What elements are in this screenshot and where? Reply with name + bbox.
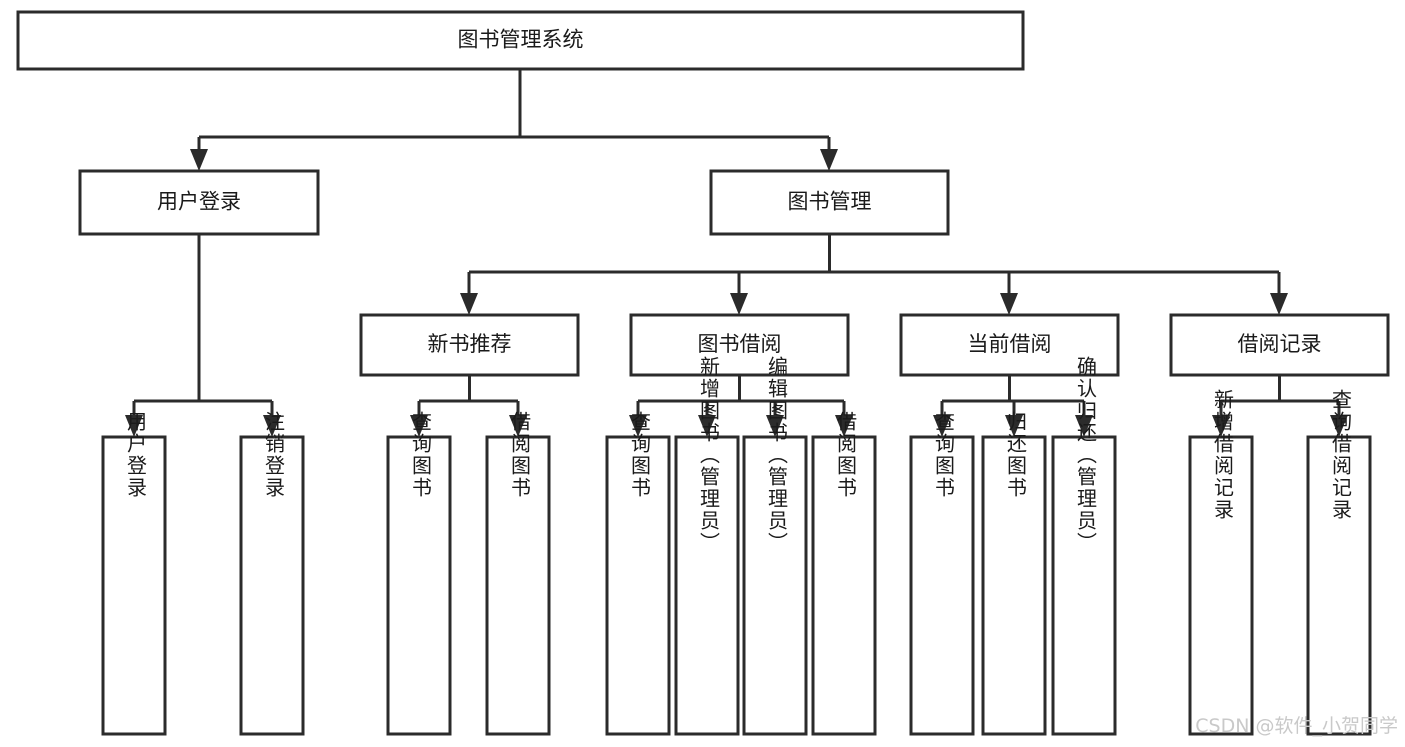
node-label-leaf-query-book-cur: 查询图书: [932, 411, 956, 499]
node-box-leaf-edit-book: [742, 435, 808, 736]
node-box-book-borrow: [629, 313, 850, 377]
node-current-borrow[interactable]: 当前借阅: [899, 313, 1120, 377]
node-box-current-borrow: [899, 313, 1120, 377]
node-label-leaf-query-book-rec: 查询图书: [409, 411, 433, 499]
node-book-borrow[interactable]: 图书借阅: [629, 313, 850, 377]
arrow-head-icon-leaf-user-login-1: [263, 415, 281, 437]
node-leaf-query-book-cur[interactable]: 查询图书: [909, 411, 975, 736]
arrow-head-icon-level2-1: [730, 293, 748, 315]
node-leaf-logout[interactable]: 注销登录: [239, 411, 305, 736]
connector-layer: [125, 69, 1348, 437]
node-label-current-borrow: 当前借阅: [968, 332, 1052, 356]
node-leaf-query-book-rec[interactable]: 查询图书: [386, 411, 452, 736]
arrow-head-icon-level2-2: [1000, 293, 1018, 315]
node-new-book-recommend[interactable]: 新书推荐: [359, 313, 580, 377]
arrow-head-icon-level1-0: [190, 149, 208, 171]
node-box-leaf-return-book: [981, 435, 1047, 736]
node-leaf-edit-book[interactable]: 编辑图书（管理员）: [742, 356, 808, 736]
node-label-leaf-return-book: 归还图书: [1004, 411, 1028, 499]
node-box-leaf-query-book-borrow: [605, 435, 671, 736]
node-leaf-borrow-book-rec[interactable]: 借阅图书: [485, 411, 551, 736]
node-label-leaf-borrow-book-rec: 借阅图书: [508, 411, 532, 499]
arrow-head-icon-leaf-current-borrow-2: [1075, 415, 1093, 437]
node-label-leaf-query-book-borrow: 查询图书: [628, 411, 652, 499]
arrow-head-icon-leaf-user-login-0: [125, 415, 143, 437]
node-label-leaf-user-login: 用户登录: [124, 411, 148, 499]
node-label-leaf-add-record: 新增借阅记录: [1211, 389, 1235, 521]
node-leaf-confirm-return[interactable]: 确认归还（管理员）: [1051, 356, 1117, 736]
node-label-borrow-record: 借阅记录: [1238, 332, 1322, 356]
node-box-leaf-query-book-cur: [909, 435, 975, 736]
node-layer: 图书管理系统用户登录图书管理新书推荐图书借阅当前借阅借阅记录用户登录注销登录查询…: [16, 10, 1390, 736]
node-box-leaf-query-record: [1306, 435, 1372, 736]
node-label-book-management: 图书管理: [788, 190, 872, 214]
node-undefined[interactable]: 图书管理系统: [16, 10, 1025, 71]
node-box-borrow-record: [1169, 313, 1390, 377]
node-box-new-book-recommend: [359, 313, 580, 377]
arrow-head-icon-leaf-borrow-record-0: [1212, 415, 1230, 437]
csdn-watermark: CSDN @软件_小贺同学: [1195, 715, 1398, 737]
node-box-leaf-logout: [239, 435, 305, 736]
node-box-leaf-query-book-rec: [386, 435, 452, 736]
node-box-leaf-add-book: [674, 435, 740, 736]
node-borrow-record[interactable]: 借阅记录: [1169, 313, 1390, 377]
arrow-head-icon-leaf-new-book-recommend-0: [410, 415, 428, 437]
node-user-login[interactable]: 用户登录: [78, 169, 320, 236]
arrow-head-icon-level2-0: [460, 293, 478, 315]
node-book-management[interactable]: 图书管理: [709, 169, 950, 236]
node-leaf-add-book[interactable]: 新增图书（管理员）: [674, 356, 740, 736]
arrow-head-icon-level2-3: [1270, 293, 1288, 315]
arrow-head-icon-leaf-new-book-recommend-1: [509, 415, 527, 437]
arrow-head-icon-leaf-borrow-record-1: [1330, 415, 1348, 437]
arrow-head-icon-leaf-book-borrow-2: [766, 415, 784, 437]
arrow-head-icon-leaf-book-borrow-3: [835, 415, 853, 437]
node-label-leaf-query-record: 查询借阅记录: [1329, 389, 1353, 521]
node-box-leaf-borrow-book: [811, 435, 877, 736]
arrow-head-icon-level1-1: [820, 149, 838, 171]
node-box-leaf-borrow-book-rec: [485, 435, 551, 736]
node-label-book-borrow: 图书借阅: [698, 332, 782, 356]
node-leaf-add-record[interactable]: 新增借阅记录: [1188, 389, 1254, 736]
arrow-head-icon-leaf-current-borrow-0: [933, 415, 951, 437]
node-label-leaf-confirm-return: 确认归还（管理员）: [1074, 356, 1098, 554]
node-leaf-query-book-borrow[interactable]: 查询图书: [605, 411, 671, 736]
arrow-head-icon-leaf-current-borrow-1: [1005, 415, 1023, 437]
node-box-leaf-confirm-return: [1051, 435, 1117, 736]
node-box-user-login: [78, 169, 320, 236]
node-label-leaf-edit-book: 编辑图书（管理员）: [765, 356, 789, 554]
node-label-leaf-logout: 注销登录: [262, 411, 286, 499]
node-box-leaf-user-login: [101, 435, 167, 736]
node-box-book-management: [709, 169, 950, 236]
node-box-leaf-add-record: [1188, 435, 1254, 736]
arrow-head-icon-leaf-book-borrow-0: [629, 415, 647, 437]
node-label-leaf-add-book: 新增图书（管理员）: [697, 356, 721, 554]
node-label-leaf-borrow-book: 借阅图书: [834, 411, 858, 499]
node-leaf-borrow-book[interactable]: 借阅图书: [811, 411, 877, 736]
node-label-undefined: 图书管理系统: [458, 28, 584, 52]
node-label-user-login: 用户登录: [157, 190, 241, 214]
node-leaf-user-login[interactable]: 用户登录: [101, 411, 167, 736]
node-box-undefined: [16, 10, 1025, 71]
node-leaf-query-record[interactable]: 查询借阅记录: [1306, 389, 1372, 736]
arrow-head-icon-leaf-book-borrow-1: [698, 415, 716, 437]
node-label-new-book-recommend: 新书推荐: [428, 332, 512, 356]
node-leaf-return-book[interactable]: 归还图书: [981, 411, 1047, 736]
